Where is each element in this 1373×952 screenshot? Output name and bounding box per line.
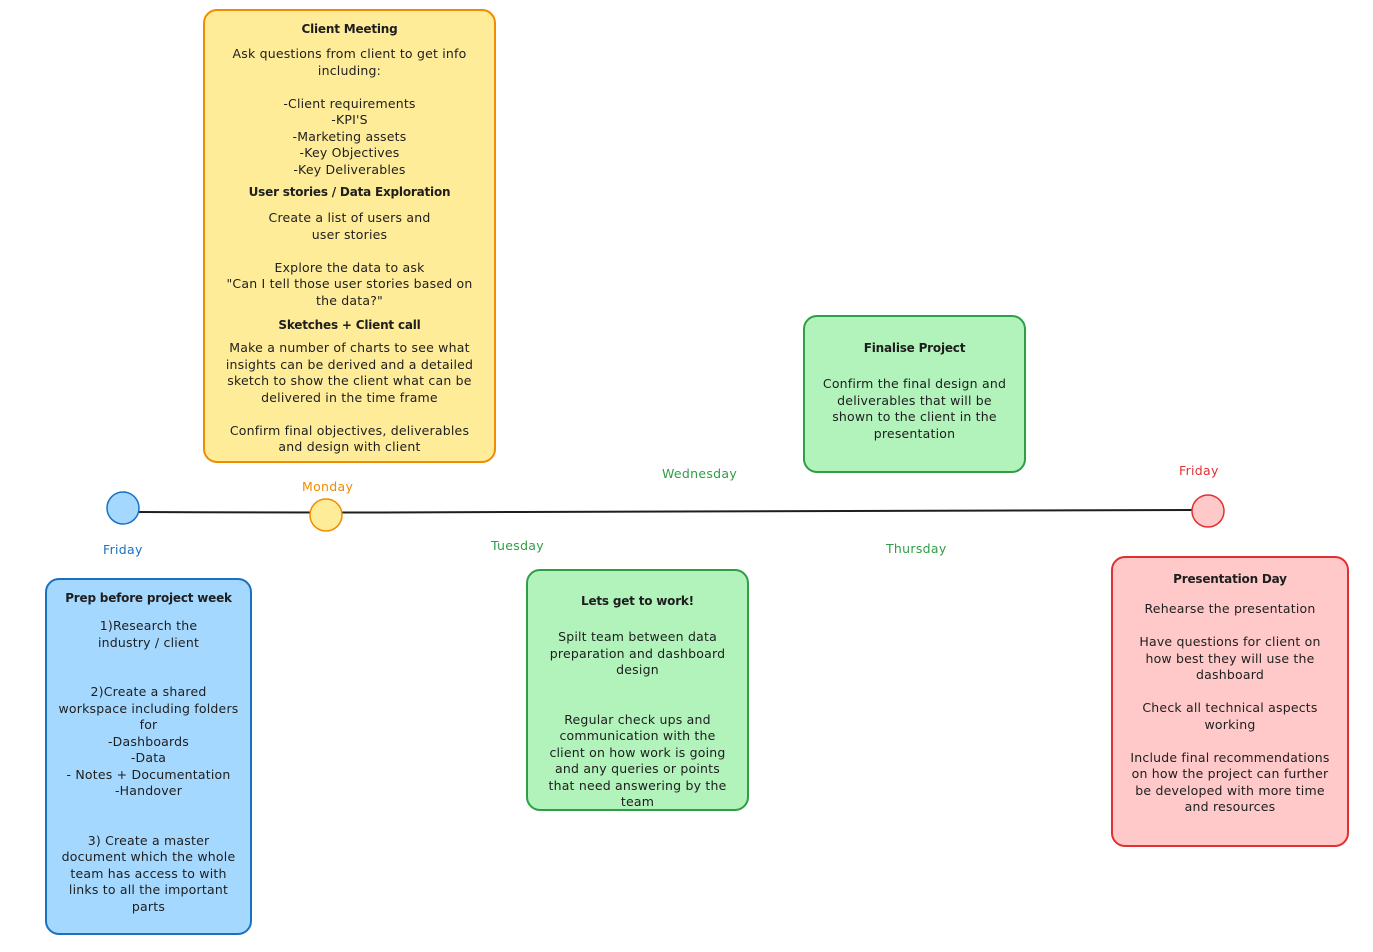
prep-body: 1)Research the industry / client 2)Creat… (58, 618, 239, 914)
presentation-body: Rehearse the presentation Have questions… (1130, 601, 1330, 814)
user-stories-title: User stories / Data Exploration (248, 185, 451, 199)
client-meeting-body: Ask questions from client to get info in… (232, 46, 467, 177)
user-stories-body: Create a list of users and user stories … (226, 210, 473, 308)
sketches-body: Make a number of charts to see what insi… (225, 340, 474, 454)
end-friday-node (1191, 494, 1225, 528)
work-title: Lets get to work! (581, 594, 694, 608)
day-label-thursday: Thursday (886, 541, 947, 556)
day-label-tuesday: Tuesday (491, 538, 544, 553)
presentation-title: Presentation Day (1173, 572, 1287, 586)
monday-node (309, 498, 343, 532)
work-card: Lets get to work! Spilt team between dat… (526, 569, 749, 811)
day-label-friday-end: Friday (1179, 463, 1219, 478)
presentation-card: Presentation Day Rehearse the presentati… (1111, 556, 1349, 847)
prep-title: Prep before project week (65, 591, 232, 605)
day-label-wednesday: Wednesday (662, 466, 738, 481)
prep-card: Prep before project week 1)Research the … (45, 578, 252, 935)
client-meeting-card: Client Meeting Ask questions from client… (203, 9, 496, 463)
timeline-line (137, 509, 1193, 514)
sketches-title: Sketches + Client call (278, 318, 421, 332)
finalise-project-body: Confirm the final design and deliverable… (822, 376, 1007, 441)
day-label-friday-start: Friday (103, 542, 143, 557)
finalise-project-card: Finalise Project Confirm the final desig… (803, 315, 1026, 473)
client-meeting-title: Client Meeting (301, 22, 398, 36)
work-body: Spilt team between data preparation and … (548, 629, 727, 809)
start-friday-node (106, 491, 140, 525)
day-label-monday: Monday (302, 479, 354, 494)
finalise-project-title: Finalise Project (863, 341, 966, 355)
